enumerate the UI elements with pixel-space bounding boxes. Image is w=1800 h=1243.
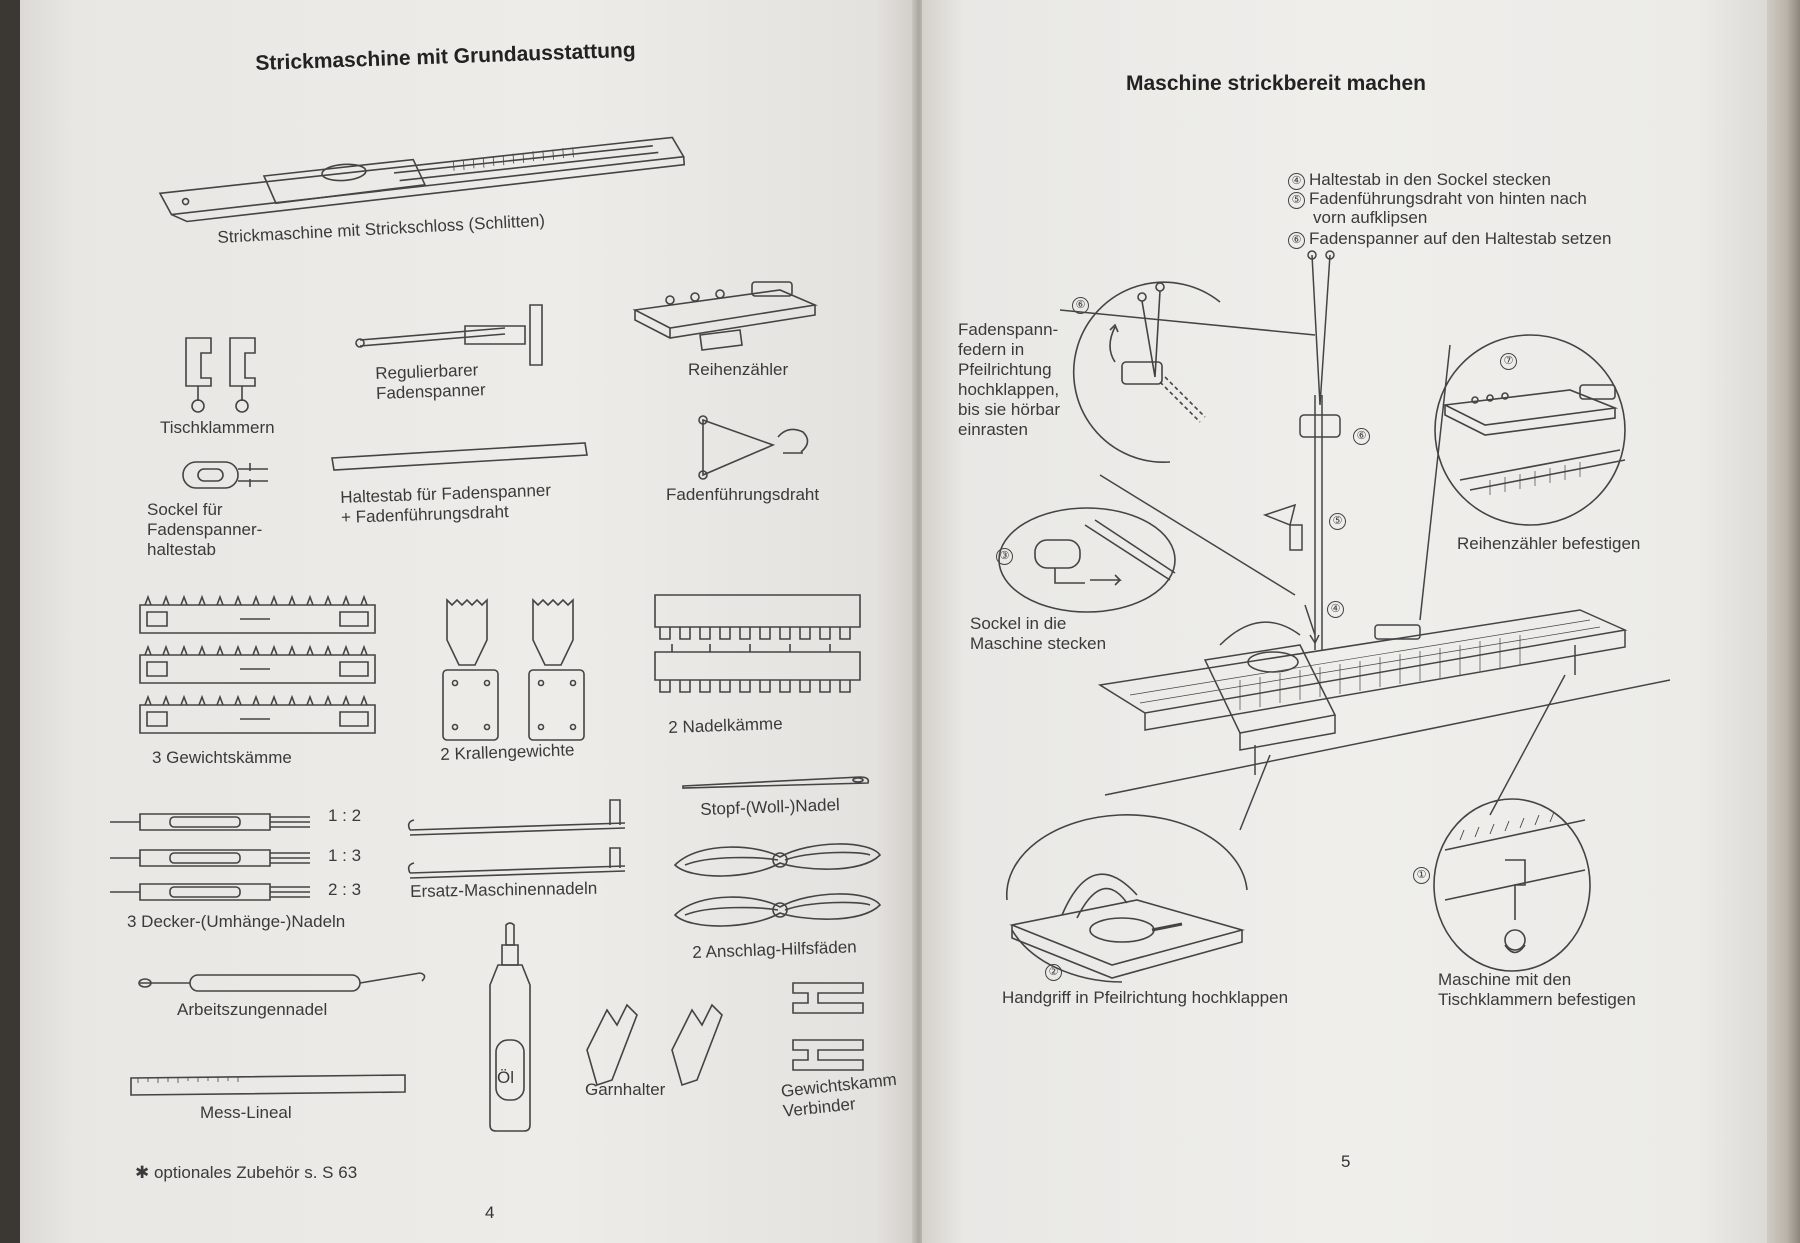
row-counter-detail — [1430, 330, 1630, 530]
ratio-1-3: 1 : 3 — [328, 846, 362, 865]
tension-springs-detail — [1050, 262, 1235, 462]
claw-weights-icon — [435, 595, 595, 745]
needle-combs-label: 2 Nadelkämme — [668, 714, 783, 737]
row-counter-icon — [630, 270, 820, 355]
weight-combs-icon — [135, 590, 380, 745]
machine-assembly-diagram — [990, 255, 1680, 815]
marker-6-assembly: ⑥ — [1353, 425, 1374, 445]
row-counter-attach-callout: Reihenzähler befestigen — [1457, 534, 1641, 553]
needle-combs-icon — [650, 590, 865, 715]
thread-tension-regulator-icon — [355, 300, 560, 370]
handle-callout: Handgriff in Pfeilrichtung hochklappen — [1002, 988, 1289, 1007]
yarn-holder-icon — [582, 1000, 742, 1090]
guide-wire-icon — [698, 415, 818, 480]
marker-4: ④ — [1327, 598, 1348, 618]
holding-rod-icon — [330, 440, 590, 475]
marker-2: ② — [1045, 961, 1066, 981]
ruler-label: Mess-Lineal — [200, 1103, 292, 1122]
page-edge — [1767, 0, 1800, 1243]
page-number-right: 5 — [1341, 1152, 1351, 1171]
marker-7: ⑦ — [1500, 350, 1521, 370]
right-page — [922, 0, 1767, 1243]
spare-needles-label: Ersatz-Maschinennadeln — [410, 878, 598, 901]
cast-on-threads-icon — [670, 835, 885, 940]
yarn-holder-label: Garnhalter — [585, 1080, 666, 1099]
table-clamps-label: Tischklammern — [160, 418, 275, 437]
socket-detail — [995, 505, 1180, 615]
ratio-2-3: 2 : 3 — [328, 880, 362, 899]
latch-tool-label: Arbeitszungennadel — [177, 1000, 328, 1019]
ratio-1-2: 1 : 2 — [328, 806, 362, 825]
guide-wire-label: Fadenführungsdraht — [666, 485, 820, 504]
darning-needle-icon — [680, 770, 875, 795]
oil-bottle-icon — [478, 920, 543, 1135]
knitting-machine-illustration — [155, 135, 690, 235]
marker-6-detail: ⑥ — [1072, 294, 1093, 314]
right-page-title: Maschine strickbereit machen — [1126, 72, 1426, 95]
spare-needles-icon — [405, 785, 635, 885]
marker-3: ③ — [996, 545, 1017, 565]
row-counter-label: Reihenzähler — [688, 360, 789, 379]
marker-5: ⑤ — [1329, 510, 1350, 530]
transfer-tools-label: 3 Decker-(Umhänge-)Nadeln — [127, 912, 346, 931]
footnote: ✱ optionales Zubehör s. S 63 — [135, 1163, 358, 1182]
socket-icon — [180, 455, 275, 495]
latch-tool-icon — [135, 965, 430, 995]
weight-comb-connector-icon — [788, 975, 873, 1085]
weight-combs-label: 3 Gewichtskämme — [152, 748, 292, 767]
left-page — [20, 0, 920, 1243]
ruler-icon — [128, 1070, 408, 1100]
marker-1: ① — [1413, 864, 1434, 884]
oil-label: Öl — [497, 1068, 514, 1087]
page-number-left: 4 — [485, 1203, 495, 1222]
table-clamps-icon — [178, 330, 273, 415]
rod-label: Haltestab für Fadenspanner+ Fadenführung… — [340, 480, 552, 527]
handle-detail — [992, 820, 1262, 985]
table-clamp-detail — [1430, 795, 1595, 975]
transfer-tools-icon — [105, 800, 330, 910]
step-5-cont: vorn aufklipsen — [1313, 208, 1428, 227]
